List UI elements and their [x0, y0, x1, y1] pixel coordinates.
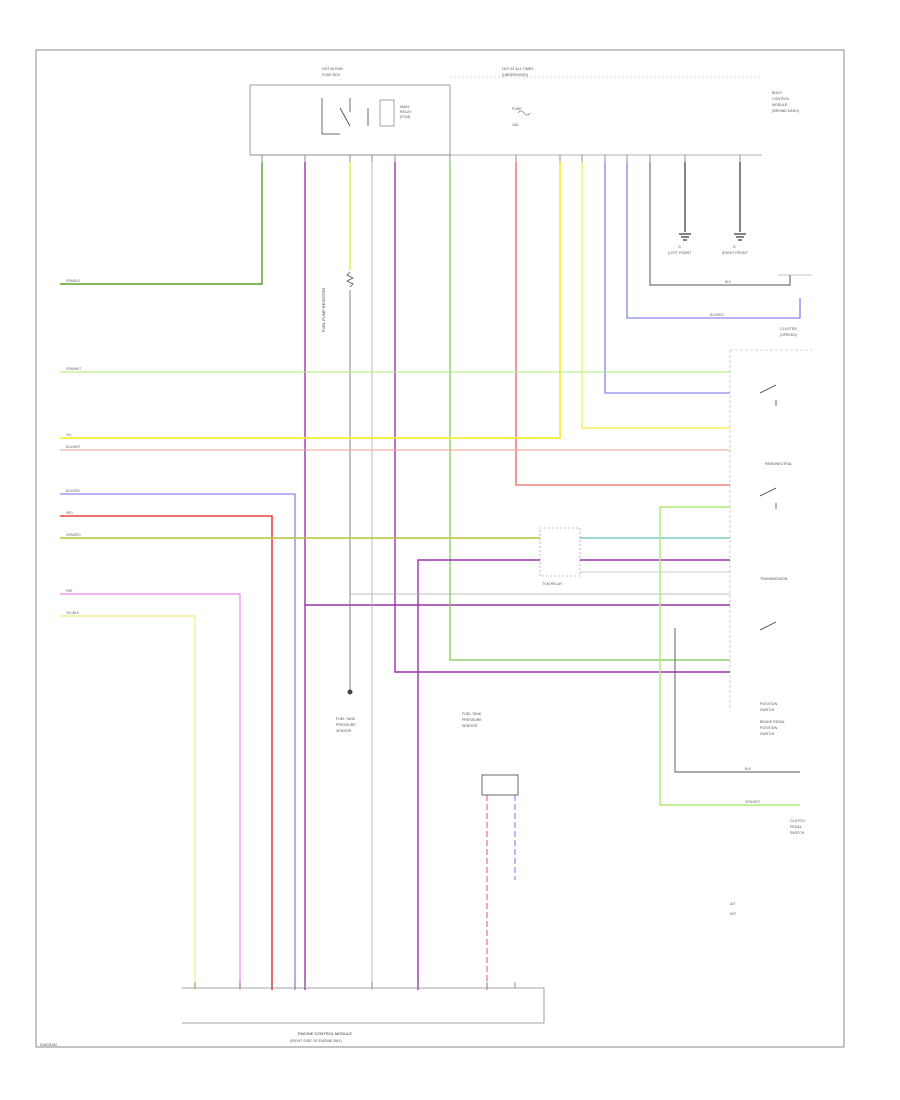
footer-label: DIAGRAM — [40, 1043, 57, 1047]
connector-dot — [347, 689, 353, 695]
relay-coil — [379, 99, 395, 127]
pos-switch-label-2: POSITION — [760, 702, 778, 706]
fuse-box — [249, 84, 451, 156]
ecm-pins — [194, 982, 516, 988]
ground-left-label: G — [678, 245, 681, 249]
relay-switch-icon — [321, 98, 369, 135]
fts-label-1: FUEL TANK — [462, 712, 482, 716]
legend-mt: M/T — [730, 912, 737, 916]
relay-label-1: MAIN — [400, 105, 409, 109]
wire-label-blu-wht: BLU/WHT — [66, 445, 80, 449]
wire-red-1 — [515, 162, 730, 486]
ground-right-sub: (RIGHT FRONT — [722, 251, 748, 255]
bcm-label-2: CONTROL — [772, 97, 790, 101]
top-pins — [261, 155, 741, 162]
wire-blu-cluster — [626, 162, 801, 319]
wire-green-1 — [60, 162, 263, 285]
vertical-resistor-label: FUEL PUMP RESISTOR — [321, 288, 326, 332]
wire-yellow-1 — [60, 162, 561, 439]
resistor-icon — [346, 271, 354, 288]
bcm-label-1: BODY — [772, 91, 783, 95]
wire-label-grn-red: GRN/RED — [66, 533, 81, 537]
wire-pink — [60, 593, 241, 990]
transmission-label: TRANSMISSION — [760, 577, 788, 581]
wire-label-grn-2: GRN/WHT — [745, 800, 760, 804]
hot-run-label: HOT IN RUN — [322, 67, 343, 71]
cluster-label-2: (SPEEDO) — [780, 333, 797, 337]
wire-label-yel: YEL — [66, 433, 72, 437]
wire-green-2 — [449, 162, 730, 661]
ground-left-sub: (LEFT FRONT — [668, 251, 692, 255]
wire-blk-top-right — [649, 162, 791, 286]
wire-label-pnk: PNK — [66, 589, 73, 593]
clutch-label-1: CLUTCH — [790, 819, 805, 823]
ground-left-icon — [679, 162, 691, 241]
bcm-label-4: (BEHIND DASH) — [772, 109, 799, 113]
sensor-label-a: FUEL TANK — [336, 717, 356, 721]
relay-label-3: (PCM) — [400, 115, 410, 119]
fts-label-2: PRESSURE — [462, 718, 482, 722]
relay-label-2: RELAY — [400, 110, 412, 114]
wire-red-left — [60, 515, 273, 990]
wire-blue-2 — [604, 162, 730, 394]
fuse-box-label-2: (UNDERHOOD) — [502, 73, 528, 77]
wire-label-yel-blk: YEL/BLK — [66, 611, 80, 615]
ground-right-icon — [734, 162, 746, 241]
ecm-label-2: (RIGHT SIDE OF ENGINE BAY) — [290, 1039, 342, 1043]
clutch-label-2: PEDAL — [790, 825, 802, 829]
wire-purple-2 — [394, 162, 730, 673]
brake-label-3: SWITCH — [760, 732, 775, 736]
pos-switch-label-3: SWITCH — [760, 708, 775, 712]
brake-label-2: POSITION — [760, 726, 778, 730]
wire-yellow-2 — [581, 162, 730, 429]
fuse-mid-amps: 10A — [512, 123, 519, 127]
fts-sensor-box — [481, 774, 519, 796]
pos-switch-label: PARK/NEUTRAL — [765, 462, 792, 466]
fuse-box-label: FUSE BOX — [322, 73, 341, 77]
wire-label-blu-red: BLU/RED — [710, 313, 725, 317]
switch-icons — [759, 384, 777, 631]
ground-right-label: G — [733, 245, 736, 249]
cluster-label-1: CLUSTER — [780, 327, 797, 331]
fuse-icon — [517, 110, 531, 116]
legend-at: A/T — [730, 902, 736, 906]
clutch-label-3: SWITCH — [790, 831, 805, 835]
sensor-label-c: SENSOR — [336, 729, 352, 733]
tcm-relay-box — [539, 527, 581, 577]
wire-blue-left — [60, 493, 296, 990]
tcm-relay-label: TCM RELAY — [542, 582, 563, 586]
wire-label-blk-2: BLK — [745, 767, 752, 771]
hot-times-label: HOT AT ALL TIMES — [502, 67, 534, 71]
ecm-label-1: ENGINE CONTROL MODULE — [298, 1031, 352, 1036]
wire-lightgreen-2 — [659, 506, 800, 806]
fuse-mid-label: FUSE — [512, 107, 522, 111]
wire-purple-3 — [417, 559, 540, 990]
wire-lightyellow — [60, 615, 196, 990]
wire-gray-brake — [674, 628, 800, 773]
outer-frame — [35, 49, 845, 1048]
wire-label-grn-wht: GRN/WHT — [66, 367, 81, 371]
fts-label-3: SENSOR — [462, 724, 478, 728]
wire-label-grn-blk: GRN/BLK — [66, 279, 81, 283]
bcm-label-3: MODULE — [772, 103, 788, 107]
wire-label-blu-red-2: BLU/RED — [66, 489, 81, 493]
wire-label-red: RED — [66, 511, 73, 515]
sensor-label-b: PRESSURE — [336, 723, 356, 727]
brake-label-1: BRAKE PEDAL — [760, 720, 785, 724]
wire-label-blk: BLK — [725, 280, 732, 284]
